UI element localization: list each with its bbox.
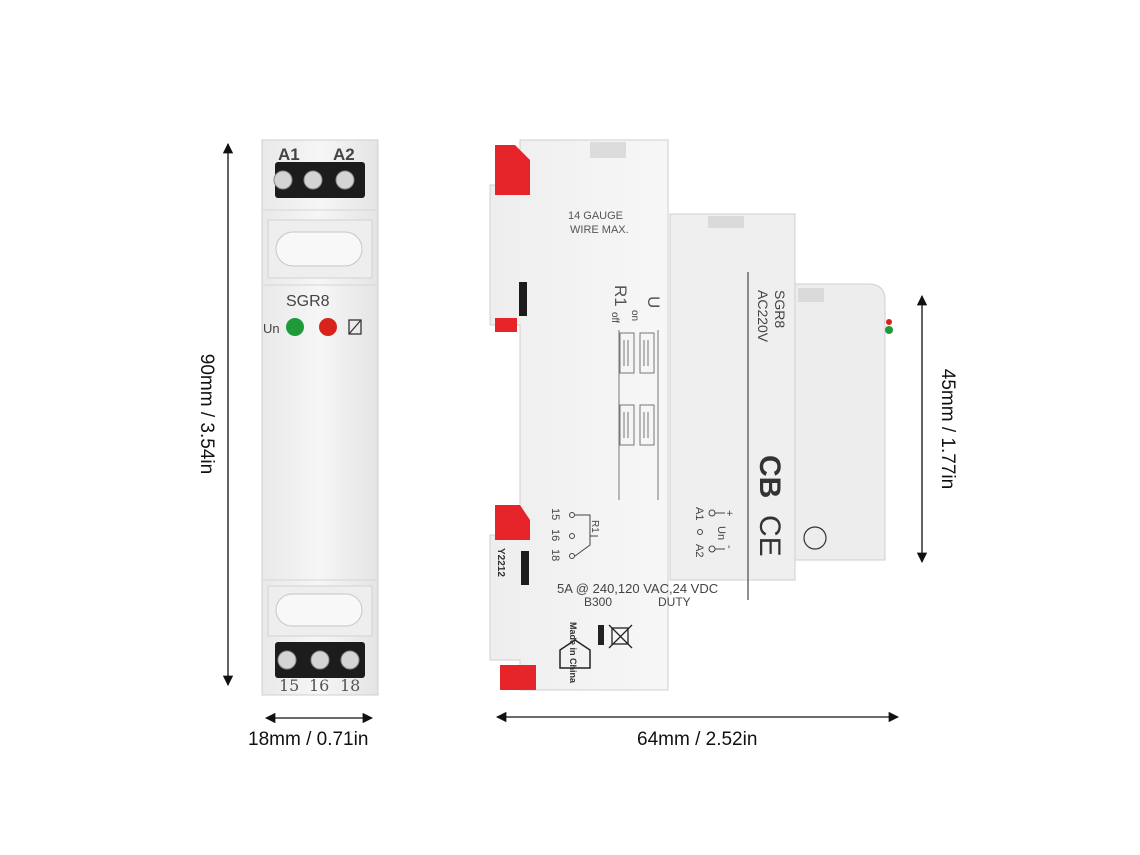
pin-18-label: 18: [549, 549, 561, 561]
duty-label: DUTY: [658, 595, 691, 609]
side-model-label: SGR8: [772, 290, 788, 328]
b300-label: B300: [584, 595, 612, 609]
un-label: Un: [263, 321, 280, 336]
u-label: U: [644, 296, 663, 308]
coil-a2-label: A2: [693, 544, 705, 557]
screw-icon: [303, 170, 323, 190]
ce-mark: CE: [753, 515, 786, 557]
r1-label: R1: [611, 285, 630, 307]
front-model-label: SGR8: [286, 293, 330, 310]
crossed-bin-icon: [608, 624, 633, 649]
terminal-label-15: 15: [279, 676, 299, 695]
screw-icon: [277, 650, 297, 670]
gauge-line1: 14 GAUGE: [568, 210, 623, 222]
rating-label: 5A @ 240,120 VAC,24 VDC: [557, 581, 718, 596]
made-in-china-label: Made in China: [568, 622, 578, 684]
coil-a1-label: A1: [693, 507, 705, 520]
side-step-middle: [669, 213, 796, 581]
screw-icon: [340, 650, 360, 670]
side-green-led-icon: [885, 326, 893, 334]
pin-15-label: 15: [549, 508, 561, 520]
coil-un-label: Un: [715, 526, 727, 540]
terminal-label-a1: A1: [278, 145, 300, 164]
plus-label: +: [723, 510, 735, 516]
off-label: off: [609, 312, 620, 323]
terminal-label-18: 18: [340, 676, 360, 695]
screw-icon: [335, 170, 355, 190]
side-red-led-icon: [886, 319, 892, 325]
terminal-label-16: 16: [309, 676, 329, 695]
bin-bar-icon: [598, 625, 604, 645]
gauge-line2: WIRE MAX.: [570, 224, 629, 236]
front-view: A1 A2 SGR8 Un 15 16 18: [261, 139, 379, 696]
front-height-label: 90mm / 3.54in: [196, 353, 218, 475]
top-clip: [495, 145, 530, 195]
minus-label: -: [723, 545, 735, 549]
cb-mark: CB: [753, 455, 786, 498]
side-body: [489, 139, 669, 691]
bottom-clip: [495, 505, 530, 540]
side-width-label: 64mm / 2.52in: [637, 729, 758, 750]
green-led-icon: [286, 318, 304, 336]
screw-icon: [310, 650, 330, 670]
dimension-lines: [222, 142, 928, 724]
ccc-icon: [803, 526, 827, 550]
code-label: Y2212: [495, 548, 506, 577]
coil-schematic: [697, 509, 725, 553]
voltage-label: AC220V: [755, 290, 771, 343]
terminal-label-a2: A2: [333, 145, 355, 164]
contact-r1-label: R1: [589, 520, 600, 533]
on-label: on: [629, 310, 640, 321]
upper-window: [275, 231, 363, 267]
side-view: 14 GAUGE WIRE MAX. U R1 on off SGR8 AC22…: [489, 139, 893, 691]
front-width-label: 18mm / 0.71in: [248, 729, 369, 750]
pin-16-label: 16: [549, 529, 561, 541]
side-height-label: 45mm / 1.77in: [937, 368, 959, 490]
lower-window: [275, 593, 363, 627]
side-step-right: [794, 283, 886, 561]
screw-icon: [273, 170, 293, 190]
red-led-icon: [319, 318, 337, 336]
contact-schematic: [569, 512, 598, 559]
relay-coil-icon: [348, 319, 362, 335]
dip-switch-area: [618, 330, 659, 500]
indoor-use-icon: [559, 639, 591, 669]
